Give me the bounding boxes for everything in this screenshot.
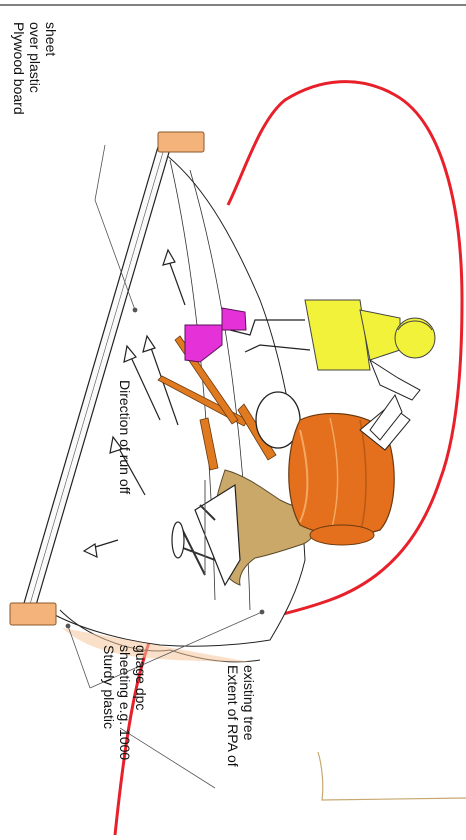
worker-icon: [184, 299, 436, 441]
label-plastic: Sturdy plastic sheeting e.g. 1000 guage …: [101, 645, 149, 764]
arrow-up-icon: [123, 344, 137, 363]
tree-root: [317, 751, 466, 801]
arrow-up-icon: [162, 248, 176, 266]
label-plywood: Plywood board over plastic sheet: [11, 22, 59, 119]
arrow-up-icon: [109, 435, 123, 454]
arrow-left-icon: [82, 543, 98, 559]
cement-mixer-icon: [288, 404, 411, 546]
runoff-arrows: [82, 248, 186, 559]
rotated-labels: Plywood board over plastic sheet Directi…: [11, 22, 257, 771]
wheelbarrow-icon: [171, 480, 241, 587]
leader-lines: [65, 144, 265, 789]
label-rpa: Extent of RPA of existing tree: [225, 665, 257, 771]
board-end-bottom: [9, 602, 57, 626]
sheet-underside: [62, 628, 250, 662]
plastic-sheet: [21, 149, 306, 647]
board-end-top: [157, 131, 205, 153]
arrow-up-icon: [142, 334, 156, 353]
plywood-board-edge: [27, 141, 167, 612]
label-direction: Direction of run off: [117, 380, 133, 494]
